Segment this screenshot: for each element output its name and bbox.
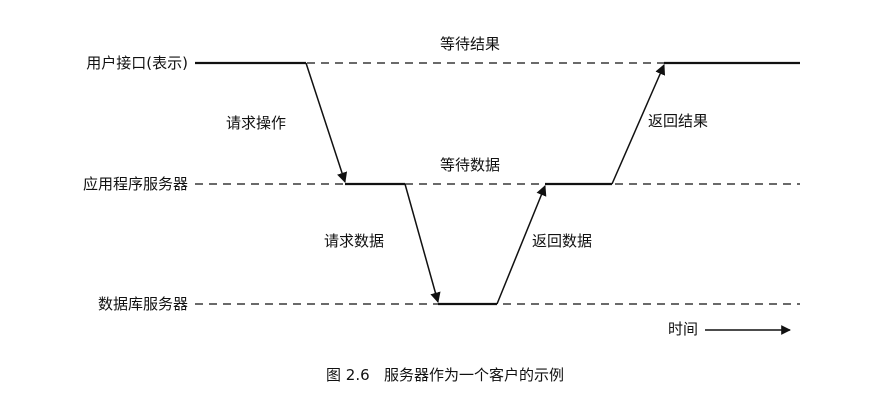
annotation-request-operation: 请求操作 (226, 114, 287, 132)
figure-caption: 图 2.6 服务器作为一个客户的示例 (326, 366, 564, 384)
lane-label-db-server: 数据库服务器 (97, 295, 188, 313)
annotation-request-data: 请求数据 (324, 232, 385, 250)
lane-label-app-server: 应用程序服务器 (82, 175, 188, 193)
time-label: 时间 (668, 320, 699, 338)
arrow-return-result (611, 64, 666, 185)
annotation-return-data: 返回数据 (532, 232, 593, 250)
arrow-return-data (496, 185, 547, 305)
annotation-wait-data: 等待数据 (440, 156, 501, 174)
arrow-request-operation (305, 62, 348, 183)
arrow-request-data (404, 183, 441, 304)
lane-label-user-interface: 用户接口(表示) (86, 54, 188, 72)
annotation-wait-result: 等待结果 (440, 35, 501, 53)
annotation-return-result: 返回结果 (648, 112, 709, 130)
